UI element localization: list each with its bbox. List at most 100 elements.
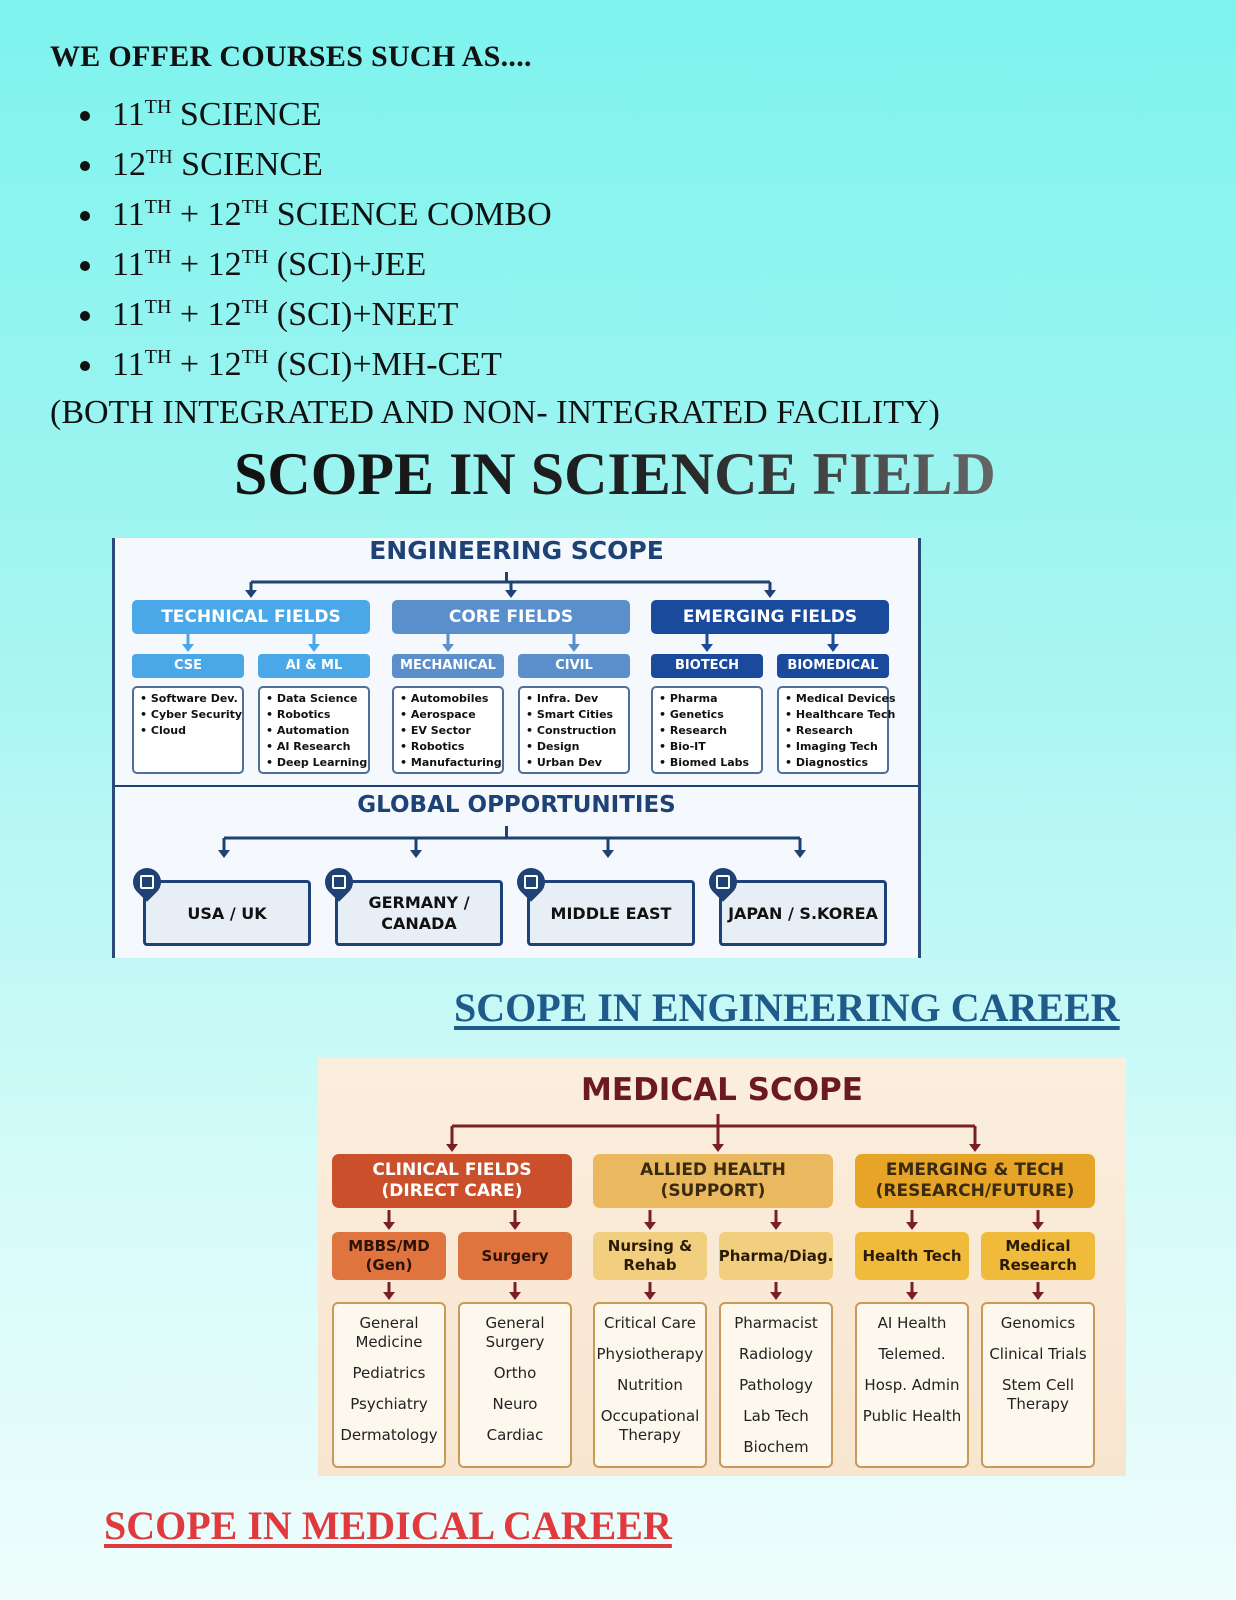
region-box: GERMANY / CANADA xyxy=(335,880,503,946)
medical-subfield: Surgery xyxy=(458,1232,572,1280)
engineering-item: Healthcare Tech xyxy=(785,707,895,723)
region-box: JAPAN / S.KOREA xyxy=(719,880,887,946)
medical-item: AI Health xyxy=(877,1314,947,1332)
course-text: 11 xyxy=(112,346,145,383)
medical-item: Pediatrics xyxy=(352,1364,426,1382)
medical-category-arrow-head xyxy=(969,1144,981,1152)
course-superscript: TH xyxy=(144,246,172,268)
science-scope-title: SCOPE IN SCIENCE FIELD xyxy=(234,441,996,507)
engineering-item: Automobiles xyxy=(400,691,496,707)
engineering-items-box: PharmaGeneticsResearchBio-ITBiomed Labs xyxy=(651,686,763,774)
medical-category: CLINICAL FIELDS (DIRECT CARE) xyxy=(332,1154,572,1208)
course-item: 11TH + 12TH (SCI)+MH-CET xyxy=(78,340,552,390)
course-item: 12TH SCIENCE xyxy=(78,140,552,190)
engineering-item: Deep Learning xyxy=(266,755,367,771)
engineering-item: Imaging Tech xyxy=(785,739,881,755)
medical-item: Public Health xyxy=(862,1407,962,1425)
medical-category: EMERGING & TECH (RESEARCH/FUTURE) xyxy=(855,1154,1095,1208)
medical-scope-diagram: MEDICAL SCOPE CLINICAL FIELDS (DIRECT CAR… xyxy=(318,1058,1126,1476)
medical-title: MEDICAL SCOPE xyxy=(581,1072,863,1108)
engineering-item: Design xyxy=(526,739,622,755)
course-superscript: TH xyxy=(241,246,269,268)
medical-box-arrow-head xyxy=(906,1292,918,1300)
course-text: + 12 xyxy=(171,246,242,283)
engineering-category-arrow-head xyxy=(245,590,257,598)
medical-career-caption[interactable]: SCOPE IN MEDICAL CAREER xyxy=(104,1503,672,1548)
engineering-sub-arrow-head xyxy=(568,644,580,652)
medical-subfield: MBBS/MD (Gen) xyxy=(332,1232,446,1280)
medical-box-arrow-head xyxy=(509,1292,521,1300)
medical-sub-arrow-head xyxy=(1032,1222,1044,1230)
engineering-category: CORE FIELDS xyxy=(392,600,630,634)
engineering-item: Cloud xyxy=(140,723,236,739)
engineering-sub-arrow-head xyxy=(827,644,839,652)
medical-subfield: Medical Research xyxy=(981,1232,1095,1280)
course-text: + 12 xyxy=(171,296,242,333)
medical-item: Lab Tech xyxy=(743,1407,809,1425)
medical-subfield: Pharma/Diag. xyxy=(719,1232,833,1280)
engineering-subfield: BIOTECH xyxy=(651,654,763,678)
global-opportunities-title: GLOBAL OPPORTUNITIES xyxy=(357,792,676,818)
medical-item: General Medicine xyxy=(355,1314,423,1351)
course-text: 11 xyxy=(112,296,145,333)
engineering-item: Medical Devices xyxy=(785,691,896,707)
engineering-category-arrow-head xyxy=(764,590,776,598)
course-text: SCIENCE COMBO xyxy=(268,196,552,233)
engineering-sub-arrow-head xyxy=(182,644,194,652)
engineering-connectors xyxy=(115,572,918,858)
medical-item: Cardiac xyxy=(486,1426,544,1444)
course-text: (SCI)+NEET xyxy=(268,296,459,333)
engineering-items-box: Infra. DevSmart CitiesConstructionDesign… xyxy=(518,686,630,774)
medical-item: Occupational Therapy xyxy=(600,1407,700,1444)
engineering-sub-arrow-head xyxy=(701,644,713,652)
engineering-item: Construction xyxy=(526,723,622,739)
engineering-item: Urban Dev xyxy=(526,755,622,771)
course-text: (SCI)+MH-CET xyxy=(268,346,502,383)
medical-item: Nutrition xyxy=(617,1376,683,1394)
course-text: + 12 xyxy=(171,346,242,383)
engineering-subfield: CIVIL xyxy=(518,654,630,678)
engineering-items-box: Data ScienceRoboticsAutomationAI Researc… xyxy=(258,686,370,774)
engineering-item: Research xyxy=(785,723,881,739)
course-superscript: TH xyxy=(241,346,269,368)
engineering-item: Biomed Labs xyxy=(659,755,755,771)
engineering-sub-arrow-head xyxy=(442,644,454,652)
course-item: 11TH SCIENCE xyxy=(78,90,552,140)
engineering-subfield: BIOMEDICAL xyxy=(777,654,889,678)
medical-item: Hosp. Admin xyxy=(864,1376,960,1394)
engineering-item: Data Science xyxy=(266,691,362,707)
medical-sub-arrow-head xyxy=(770,1222,782,1230)
course-superscript: TH xyxy=(144,296,172,318)
medical-item: Genomics xyxy=(1000,1314,1076,1332)
course-text: 12 xyxy=(112,146,146,183)
course-text: SCIENCE xyxy=(172,146,323,183)
engineering-item: Automation xyxy=(266,723,362,739)
engineering-item: Smart Cities xyxy=(526,707,622,723)
medical-item: General Surgery xyxy=(485,1314,545,1351)
medical-box-arrow-head xyxy=(1032,1292,1044,1300)
medical-item: Telemed. xyxy=(878,1345,946,1363)
medical-connectors xyxy=(383,1114,1044,1300)
map-icon xyxy=(140,875,154,889)
engineering-item: Genetics xyxy=(659,707,755,723)
course-superscript: TH xyxy=(144,346,172,368)
medical-item: Clinical Trials xyxy=(989,1345,1087,1363)
course-text: 11 xyxy=(112,96,145,133)
medical-item: Pharmacist xyxy=(734,1314,818,1332)
global-region-arrow-head xyxy=(602,850,614,858)
engineering-subfield: MECHANICAL xyxy=(392,654,504,678)
course-superscript: TH xyxy=(241,296,269,318)
course-text: (SCI)+JEE xyxy=(268,246,427,283)
engineering-career-caption[interactable]: SCOPE IN ENGINEERING CAREER xyxy=(454,985,1120,1030)
medical-box-arrow-head xyxy=(383,1292,395,1300)
engineering-item: Robotics xyxy=(266,707,362,723)
map-icon xyxy=(332,875,346,889)
engineering-category: TECHNICAL FIELDS xyxy=(132,600,370,634)
course-superscript: TH xyxy=(146,146,173,168)
medical-stem-head xyxy=(712,1144,724,1152)
engineering-sub-arrow-head xyxy=(308,644,320,652)
